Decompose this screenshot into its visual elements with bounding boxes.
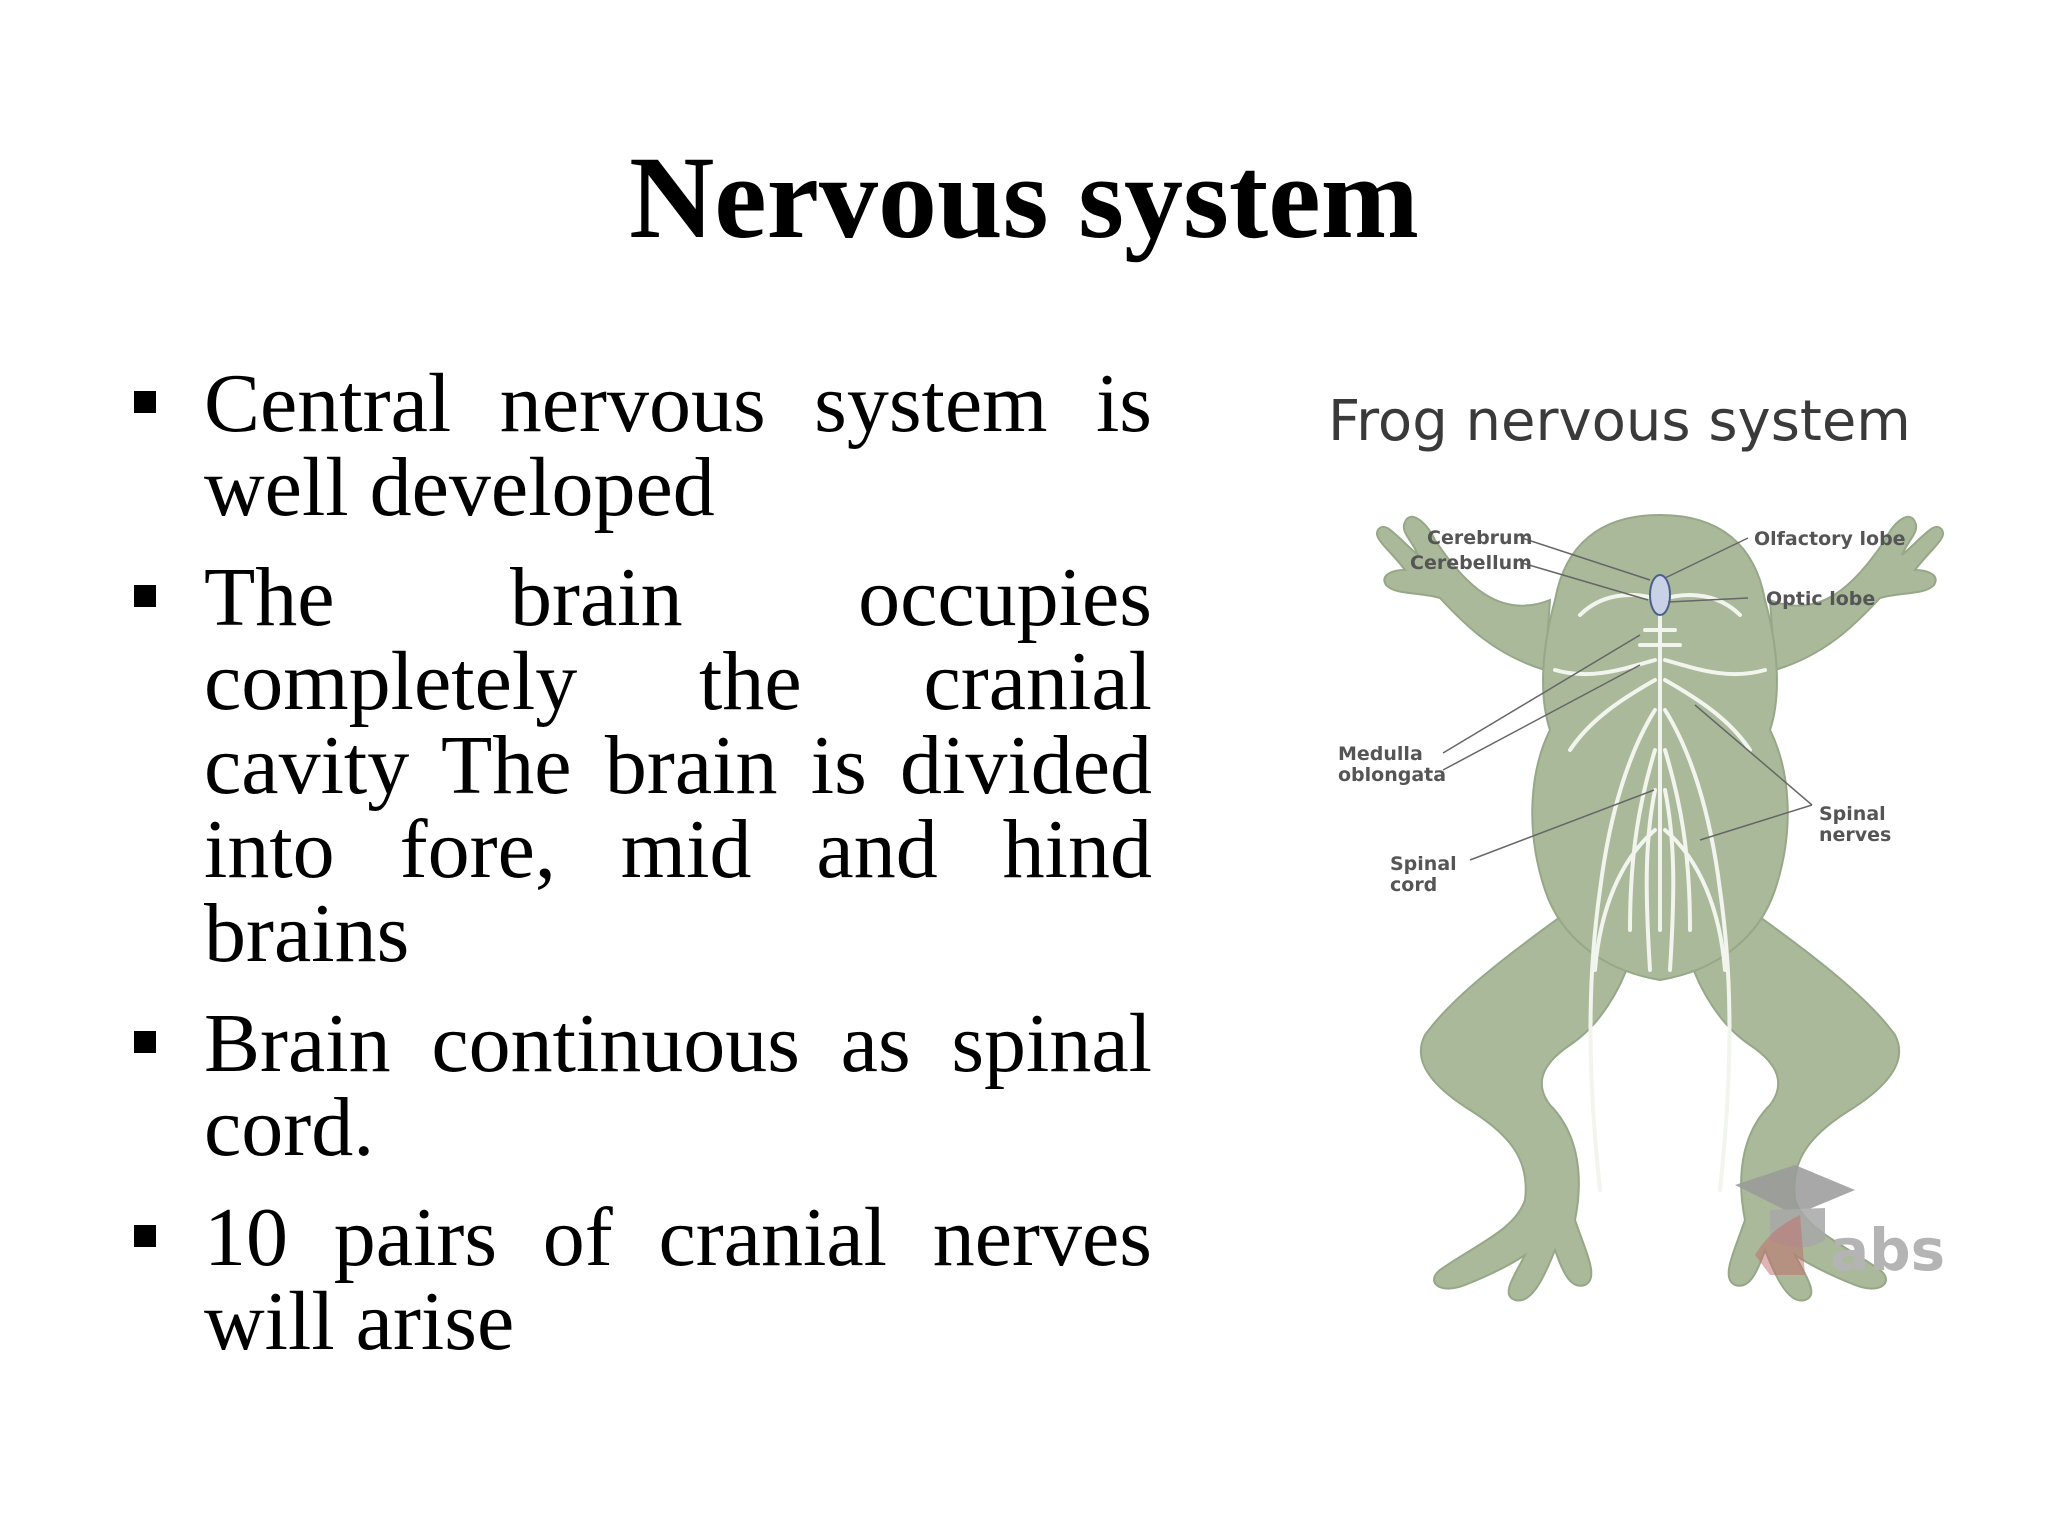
- label-medulla: Medulla: [1338, 743, 1423, 765]
- label-nerves: nerves: [1819, 824, 1891, 846]
- bullet-item: Central nervous system is well developed: [120, 362, 1152, 530]
- bullet-item: The brain occupies completely the crania…: [120, 556, 1152, 976]
- brain-icon: [1649, 574, 1671, 616]
- bullet-text: Brain continuous as spinal cord.: [204, 997, 1152, 1174]
- label-oblongata: oblongata: [1338, 764, 1446, 786]
- square-bullet-icon: [134, 391, 156, 413]
- square-bullet-icon: [134, 1225, 156, 1247]
- frog-figure: Frog nervous system: [1300, 370, 2020, 1310]
- watermark-logo-icon: [1735, 1165, 1855, 1275]
- bullet-list: Central nervous system is well developed…: [120, 362, 1152, 1390]
- label-cord: cord: [1390, 874, 1437, 896]
- square-bullet-icon: [134, 585, 156, 607]
- label-cerebellum: Cerebellum: [1410, 552, 1532, 574]
- slide-title: Nervous system: [629, 132, 1419, 263]
- bullet-text: The brain occupies completely the crania…: [204, 551, 1152, 980]
- bullet-item: 10 pairs of cranial nerves will arise: [120, 1196, 1152, 1364]
- label-optic-lobe: Optic lobe: [1766, 588, 1875, 610]
- label-leader-lines: [1442, 537, 1813, 861]
- square-bullet-icon: [134, 1031, 156, 1053]
- label-olfactory-lobe: Olfactory lobe: [1754, 528, 1906, 550]
- figure-title: Frog nervous system: [1328, 389, 1911, 454]
- bullet-item: Brain continuous as spinal cord.: [120, 1002, 1152, 1170]
- nerve-network: [1553, 583, 1767, 1192]
- label-spinal-nerves: Spinal: [1819, 803, 1886, 825]
- bullet-text: Central nervous system is well developed: [204, 357, 1152, 534]
- label-cerebrum: Cerebrum: [1427, 527, 1532, 549]
- frog-illustration: Cerebrum Cerebellum Olfactory lobe Optic…: [1338, 513, 1945, 1302]
- label-spinal-cord: Spinal: [1390, 853, 1457, 875]
- bullet-text: 10 pairs of cranial nerves will arise: [204, 1191, 1152, 1368]
- watermark-text: abs: [1830, 1216, 1945, 1284]
